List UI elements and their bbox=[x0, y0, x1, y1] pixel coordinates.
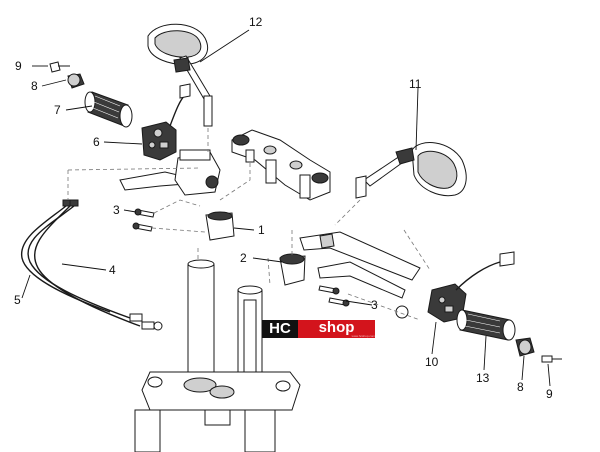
leader-lines bbox=[21, 29, 551, 387]
callout-4: 4 bbox=[109, 263, 116, 277]
bar-end-screw-left bbox=[49, 61, 70, 73]
throttle-cables bbox=[21, 199, 163, 331]
left-switch-housing bbox=[141, 83, 191, 161]
right-grip bbox=[456, 309, 516, 341]
left-grip bbox=[84, 91, 133, 128]
callout-7: 7 bbox=[54, 103, 61, 117]
callout-8-right: 8 bbox=[517, 380, 524, 394]
callout-6: 6 bbox=[93, 135, 100, 149]
callout-9-right: 9 bbox=[546, 387, 553, 401]
callout-12: 12 bbox=[249, 15, 263, 29]
handlebar-right bbox=[299, 231, 421, 319]
callout-8-left: 8 bbox=[31, 79, 38, 93]
right-switch-housing bbox=[427, 251, 515, 323]
handlebar-clamp-upper-left bbox=[205, 211, 235, 241]
clamp-screws-right bbox=[318, 285, 350, 307]
callout-10: 10 bbox=[425, 355, 439, 369]
upper-triple-clamp bbox=[231, 129, 331, 201]
callout-3-left: 3 bbox=[113, 203, 120, 217]
assembly-guide-lines bbox=[67, 128, 431, 321]
front-fork-assembly bbox=[134, 259, 301, 452]
callout-2: 2 bbox=[240, 251, 247, 265]
bar-end-weight-left bbox=[67, 73, 85, 89]
mirror-right bbox=[355, 142, 467, 199]
callout-5: 5 bbox=[14, 293, 21, 307]
bar-end-screw-right bbox=[541, 355, 562, 363]
logo-shop-block: shop bbox=[298, 320, 375, 338]
bar-end-weight-right bbox=[515, 337, 535, 357]
left-lever-assembly bbox=[119, 149, 221, 196]
clamp-screws-left bbox=[132, 208, 155, 232]
callout-labels: 1 2 3 3 4 5 6 7 8 8 9 9 10 11 12 13 bbox=[14, 15, 553, 401]
callout-9-left: 9 bbox=[15, 59, 22, 73]
callout-3-right: 3 bbox=[371, 298, 378, 312]
handlebar-riser-lower bbox=[279, 253, 306, 286]
hc-shop-logo: HC shop www.hcshop.com bbox=[262, 320, 375, 338]
callout-13: 13 bbox=[476, 371, 490, 385]
logo-hc-block: HC bbox=[262, 320, 298, 338]
callout-1: 1 bbox=[258, 223, 265, 237]
mirror-left bbox=[147, 23, 213, 127]
callout-11: 11 bbox=[409, 77, 422, 91]
logo-watermark: www.hcshop.com bbox=[351, 334, 375, 338]
